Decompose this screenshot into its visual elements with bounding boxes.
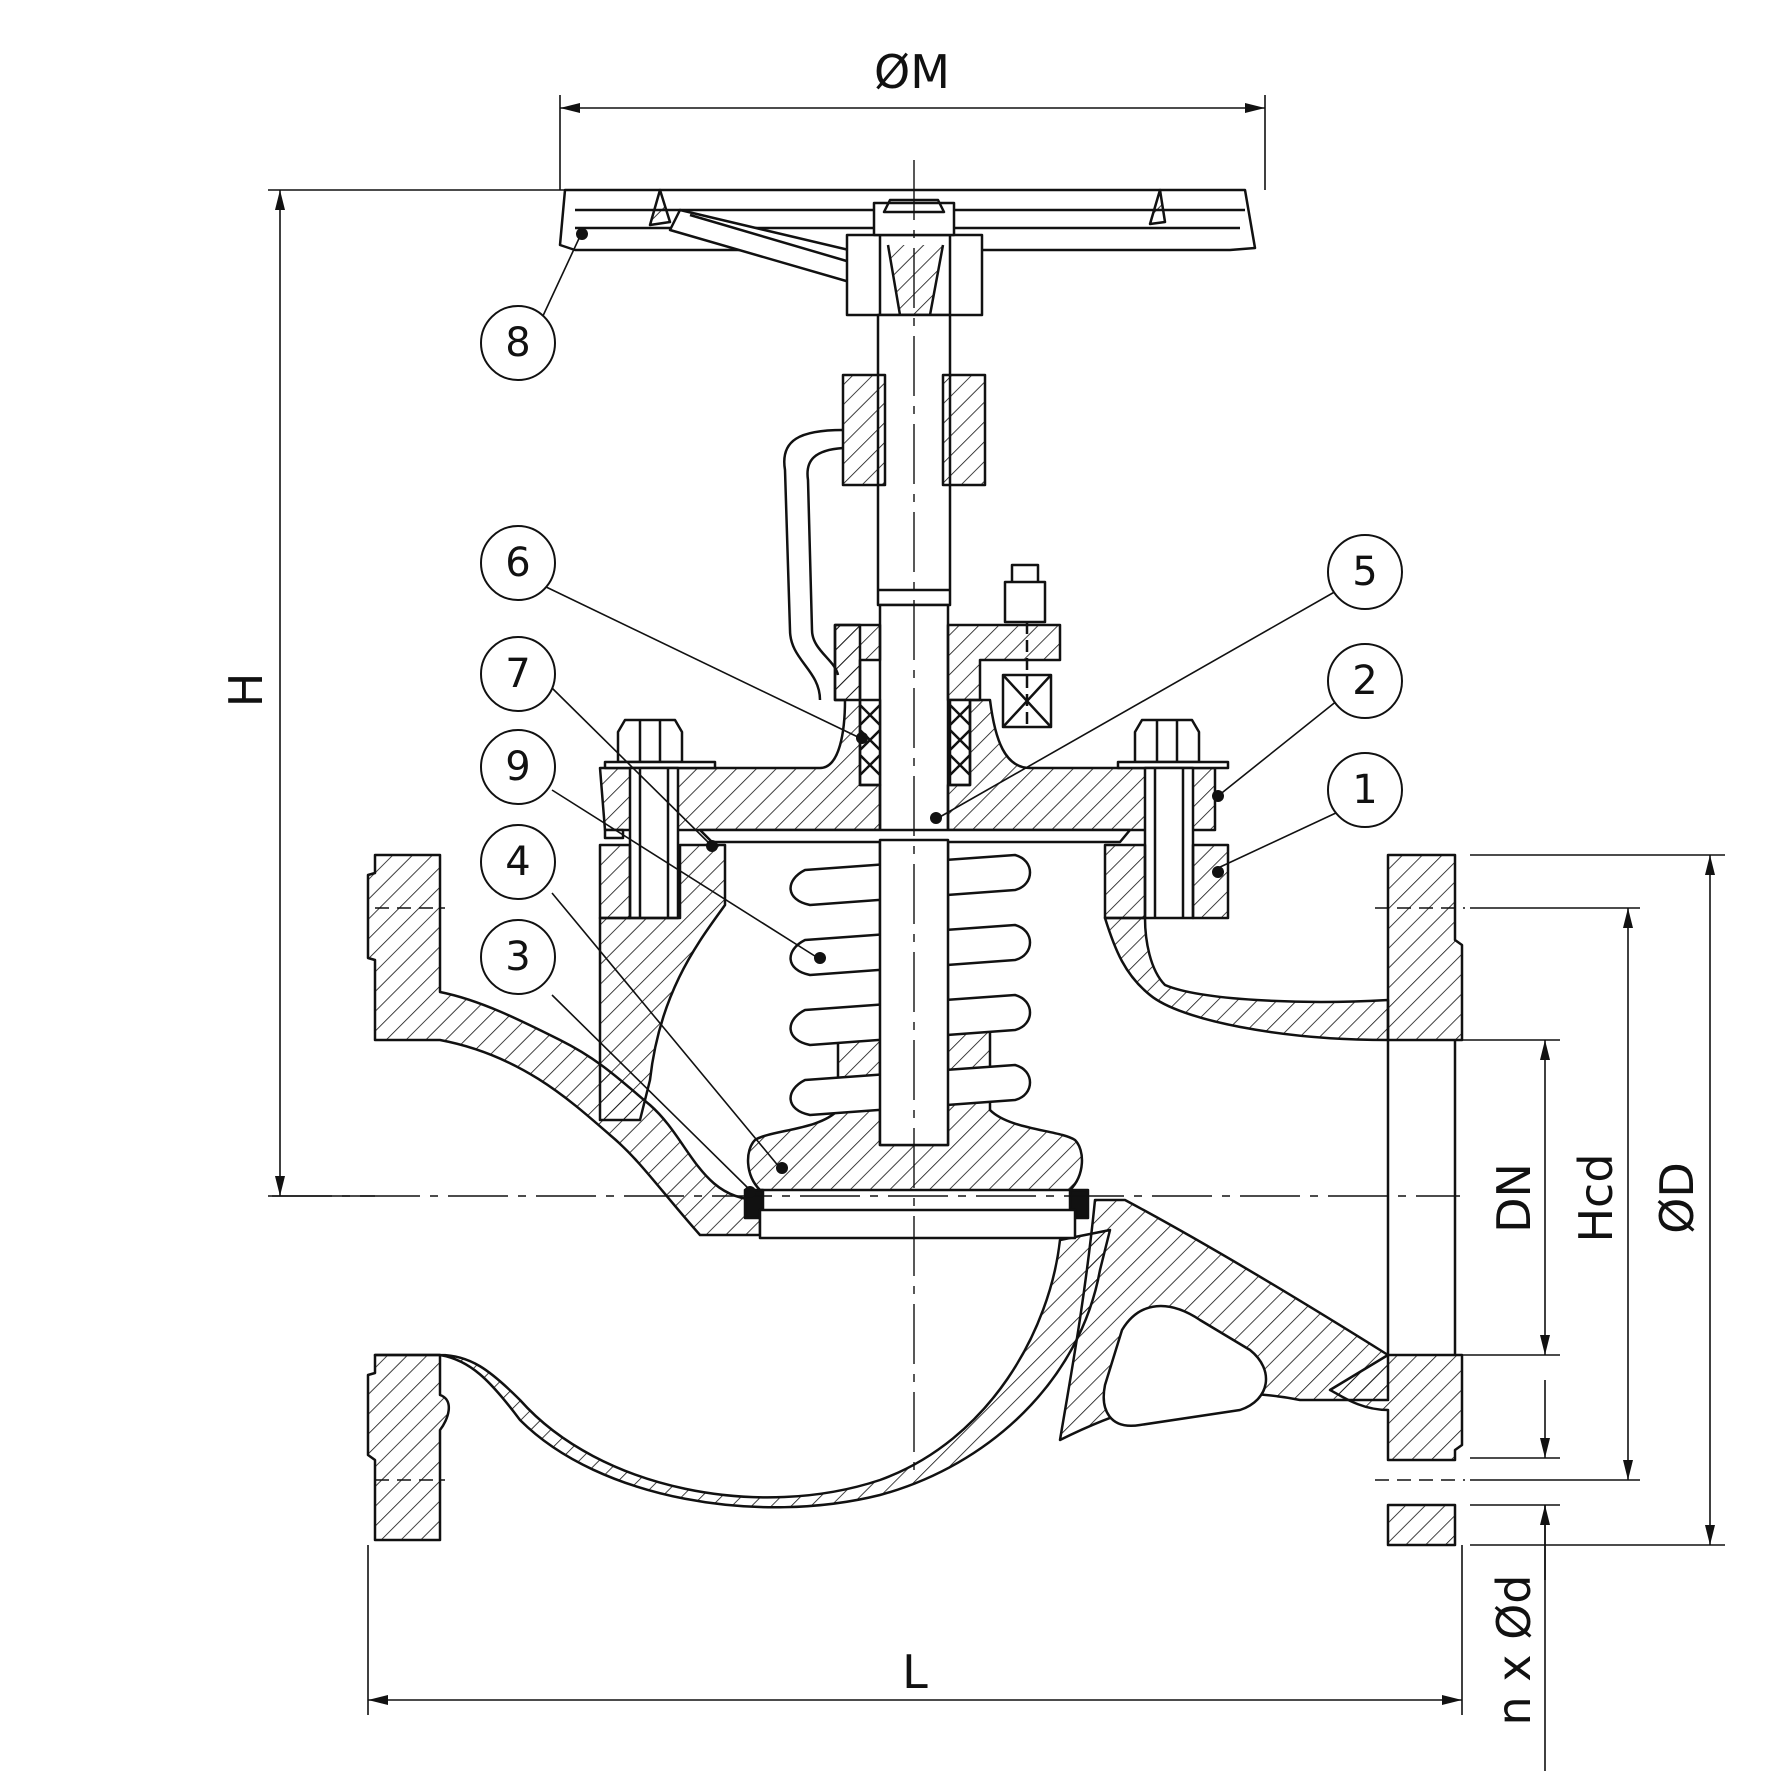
right-flange bbox=[1328, 853, 1464, 1547]
bubble-3: 3 bbox=[480, 919, 556, 995]
bubble-8: 8 bbox=[480, 305, 556, 381]
svg-text:2: 2 bbox=[1352, 658, 1377, 704]
svg-text:5: 5 bbox=[1352, 549, 1377, 595]
dim-n-d: n x Ød bbox=[1487, 1574, 1541, 1725]
bubble-7: 7 bbox=[480, 636, 556, 712]
bubble-6: 6 bbox=[480, 525, 556, 601]
svg-text:9: 9 bbox=[505, 744, 530, 790]
bubble-9: 9 bbox=[480, 729, 556, 805]
leader-dots bbox=[576, 228, 1224, 1198]
bubble-1: 1 bbox=[1327, 752, 1403, 828]
dim-m: ØM bbox=[874, 45, 950, 99]
centerlines bbox=[272, 160, 1465, 1481]
svg-text:3: 3 bbox=[505, 934, 530, 980]
part-bubbles: 8 6 7 9 4 3 5 2 1 bbox=[480, 305, 1403, 995]
dim-h: H bbox=[219, 673, 273, 708]
svg-text:4: 4 bbox=[505, 839, 530, 885]
dimension-lines bbox=[268, 95, 1725, 1771]
dim-dn: DN bbox=[1487, 1163, 1541, 1233]
svg-text:7: 7 bbox=[505, 651, 530, 697]
bonnet-bolt-right bbox=[1116, 718, 1230, 920]
leaders bbox=[541, 231, 1339, 1191]
dim-d: ØD bbox=[1650, 1162, 1704, 1234]
svg-text:1: 1 bbox=[1352, 767, 1377, 813]
yoke-bushing bbox=[783, 373, 987, 701]
seat bbox=[743, 1188, 1090, 1240]
bubble-4: 4 bbox=[480, 824, 556, 900]
dim-hcd: Hcd bbox=[1569, 1153, 1623, 1242]
svg-text:8: 8 bbox=[505, 320, 530, 366]
svg-text:6: 6 bbox=[505, 540, 530, 586]
body-outlet bbox=[1058, 1198, 1390, 1442]
dimension-texts: ØM H L DN Hcd ØD n x Ød bbox=[219, 45, 1704, 1726]
bubble-5: 5 bbox=[1327, 534, 1403, 610]
body-neck bbox=[598, 843, 1390, 1122]
bubble-2: 2 bbox=[1327, 643, 1403, 719]
dim-l: L bbox=[902, 1645, 928, 1699]
